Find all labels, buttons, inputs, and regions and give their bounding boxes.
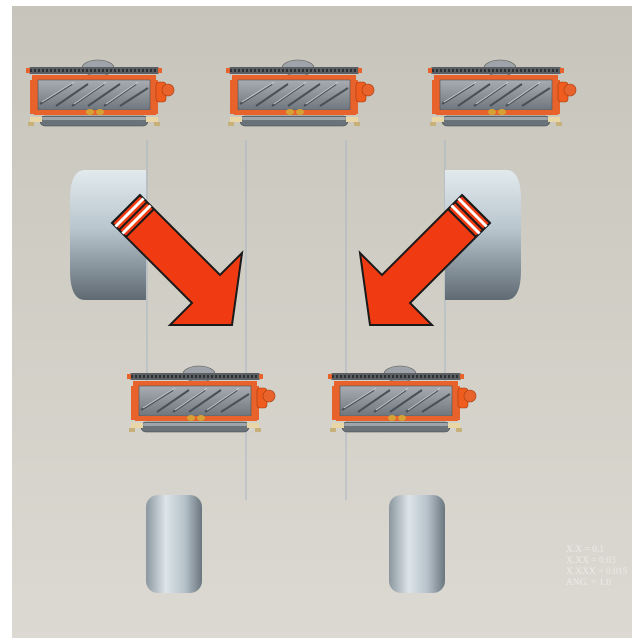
- tolerance-line: ANG. = 1.0: [566, 578, 611, 588]
- tolerance-line: X.XXX = 0.015: [566, 567, 628, 577]
- small-tire-left: [146, 495, 202, 593]
- tolerance-line: X.XX = 0.03: [566, 556, 616, 566]
- small-tire-right: [389, 495, 445, 593]
- large-tire-left: [70, 170, 146, 300]
- tolerance-line: X.X = 0.1: [566, 545, 605, 555]
- tolerance-block: X.X = 0.1 X.XX = 0.03 X.XXX = 0.015 ANG.…: [566, 545, 627, 589]
